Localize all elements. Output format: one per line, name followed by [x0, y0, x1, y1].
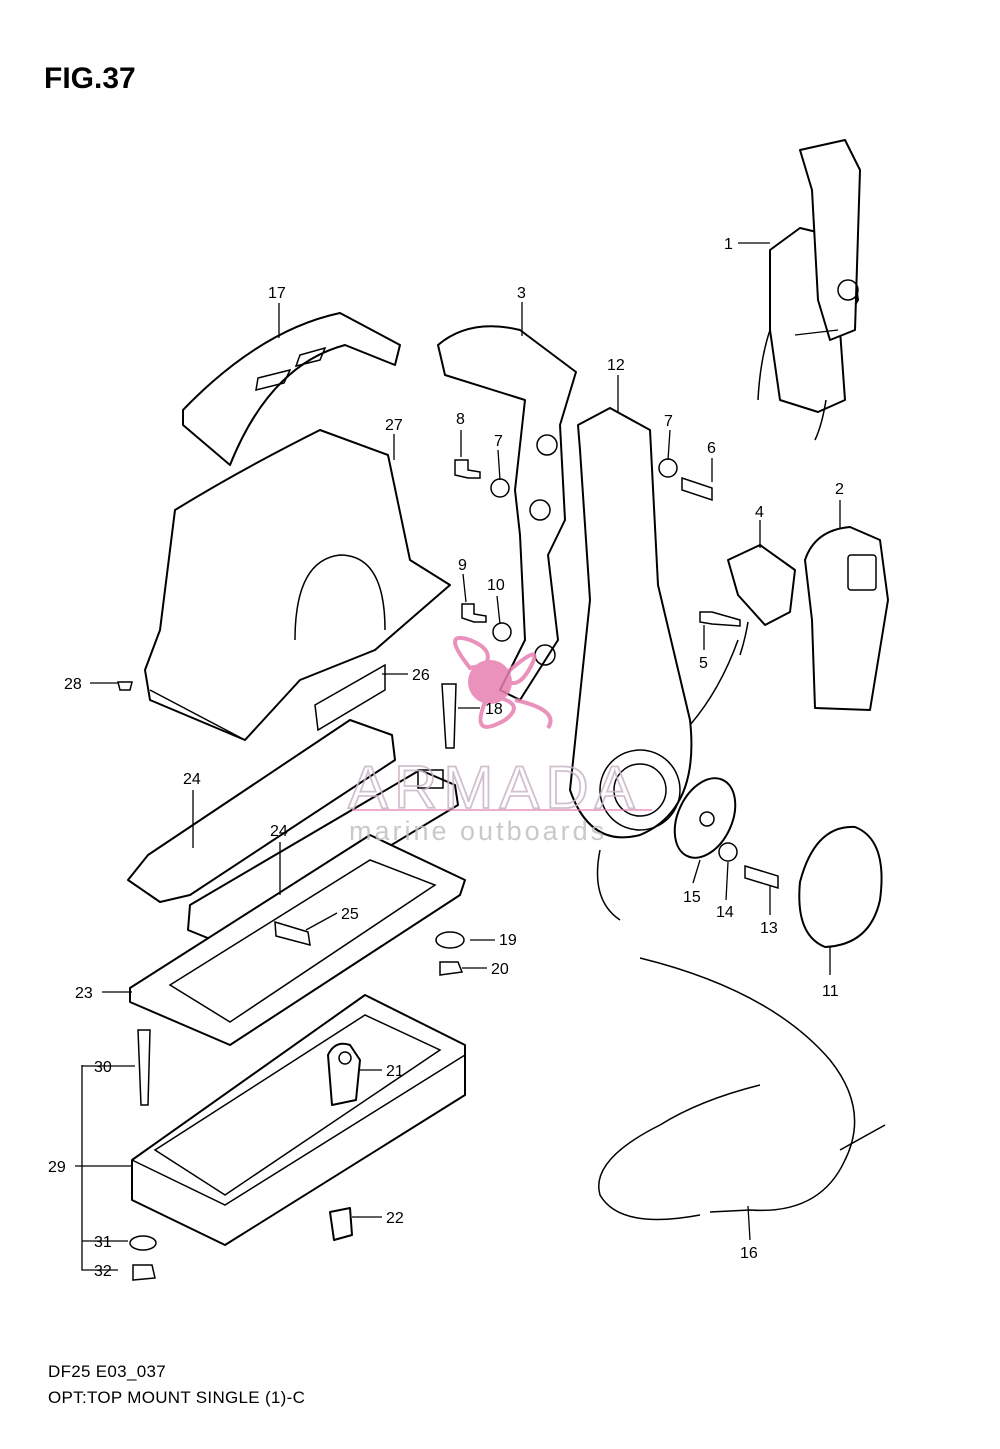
callout-32: 32 [94, 1263, 112, 1280]
description-caption: OPT:TOP MOUNT SINGLE (1)-C [48, 1388, 306, 1407]
figure-title: FIG.37 [44, 62, 136, 95]
hardware-parts [117, 458, 779, 1281]
callout-31: 31 [94, 1234, 112, 1251]
callout-8: 8 [456, 411, 465, 428]
watermark-brand: ARMADA [348, 754, 641, 821]
remote-control-box-part [757, 139, 861, 441]
callout-14: 14 [716, 904, 734, 921]
top-cover-part [182, 312, 401, 466]
callout-4: 4 [755, 504, 764, 521]
callout-10: 10 [487, 577, 505, 594]
callout-21: 21 [386, 1063, 404, 1080]
wire-harness-part [596, 849, 886, 1221]
callout-26: 26 [412, 667, 430, 684]
callout-17: 17 [268, 285, 286, 302]
leader-lines [75, 242, 841, 1271]
watermark-logo: ARMADA marine outboards [347, 636, 652, 846]
callout-11: 11 [822, 983, 839, 1000]
callout-12: 12 [607, 357, 625, 374]
lever-clip-part [327, 1042, 361, 1106]
cover-plate-part [673, 777, 737, 859]
housing-cover-part [144, 429, 451, 741]
callout-13: 13 [760, 920, 778, 937]
callout-9: 9 [458, 557, 467, 574]
callout-2: 2 [835, 481, 844, 498]
callout-24a: 24 [183, 771, 201, 788]
callout-labels: 1 2 3 4 5 6 7 7 8 9 10 11 12 13 14 15 16… [48, 236, 844, 1280]
callout-1: 1 [724, 236, 733, 253]
callout-20: 20 [491, 961, 509, 978]
callout-19: 19 [499, 932, 517, 949]
cap-part [798, 825, 883, 948]
callout-27: 27 [385, 417, 403, 434]
callout-24b: 24 [270, 823, 288, 840]
gasket-part [129, 834, 466, 1046]
callout-16: 16 [740, 1245, 758, 1262]
callout-30: 30 [94, 1059, 112, 1076]
base-plate-part [131, 994, 466, 1246]
shift-lever-arm-part [569, 407, 739, 839]
callout-7b: 7 [664, 413, 673, 430]
bracket-parts [127, 719, 459, 946]
callout-7a: 7 [494, 433, 503, 450]
callout-28: 28 [64, 676, 82, 693]
callout-23: 23 [75, 985, 93, 1002]
callout-18: 18 [485, 701, 503, 718]
callout-22: 22 [386, 1210, 404, 1227]
grip-cover-part [804, 526, 889, 711]
callout-5: 5 [699, 655, 708, 672]
callout-15: 15 [683, 889, 701, 906]
callout-29: 29 [48, 1159, 66, 1176]
callout-25: 25 [341, 906, 359, 923]
callout-3: 3 [517, 285, 526, 302]
watermark-tagline: marine outboards [349, 816, 607, 846]
control-handle-part [437, 325, 577, 701]
model-code-caption: DF25 E03_037 [48, 1362, 166, 1381]
propeller-icon [453, 636, 553, 730]
callout-6: 6 [707, 440, 716, 457]
clip-part [329, 1207, 353, 1241]
switch-part [727, 544, 796, 656]
